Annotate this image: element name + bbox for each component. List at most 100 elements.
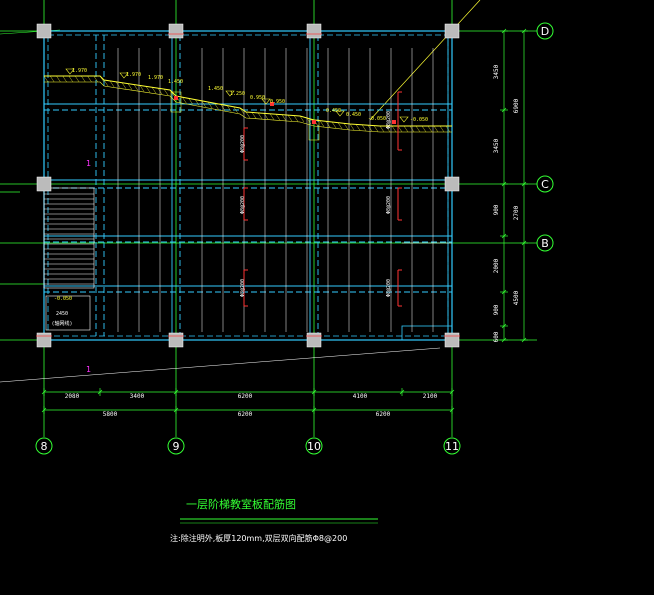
stair-label: 2450 <box>56 311 68 317</box>
dim-slash-bottom-outer-2 <box>311 407 317 413</box>
dimension-lines <box>41 28 528 414</box>
dim-right-inner-5: 900 <box>493 304 500 315</box>
rebar-label-1: Φ8@200 <box>240 135 246 153</box>
rebar-label-3: Φ8@200 <box>240 279 246 297</box>
step-hatch-3-0 <box>169 89 175 97</box>
dim-slash-right-outer-0 <box>521 28 527 34</box>
dim-slash-right-inner-2 <box>501 181 507 187</box>
step-red-marker-3 <box>392 120 396 124</box>
step-hatch-8-5 <box>343 123 349 130</box>
axis-bubble-col-10: 10 <box>305 437 323 455</box>
step-hatch-6-1 <box>251 112 257 119</box>
step-pilaster-0 <box>170 91 182 113</box>
section-mark-bottom: 1 <box>86 365 91 374</box>
step-hatch-2-9 <box>157 88 163 95</box>
step-hatch-6-8 <box>293 115 299 122</box>
rebar-label-2: Φ8@200 <box>240 196 246 214</box>
step-hatch-10-2 <box>391 125 397 133</box>
step-hatch-2-7 <box>145 86 151 93</box>
step-hatch-10-9 <box>433 125 439 133</box>
step-hatch-10-6 <box>415 125 421 133</box>
step-hatch-9-1 <box>355 124 361 131</box>
step-hatch-8-3 <box>331 121 337 129</box>
step-hatch-6-5 <box>275 114 281 121</box>
column-5 <box>444 176 460 192</box>
elevation-label-7: 0.950 <box>250 95 265 101</box>
step-hatch-2-10 <box>163 88 169 96</box>
dim-slash-right-outer-1 <box>521 181 527 187</box>
dim-slash-bottom-outer-3 <box>449 407 455 413</box>
step-hatch-8-2 <box>325 121 331 128</box>
step-hatch-0-7 <box>87 75 92 83</box>
step-hatch-10-7 <box>421 125 427 133</box>
elevation-label-10: 0.450 <box>346 112 361 118</box>
elevation-label-3: 1.970 <box>148 75 163 81</box>
rebar-marks <box>36 33 460 337</box>
column-4 <box>36 176 52 192</box>
step-hatch-2-8 <box>151 87 157 94</box>
dim-right-outer-1: 6900 <box>513 98 520 113</box>
dim-bottom-outer-3: 6200 <box>376 411 391 418</box>
step-hatch-9-4 <box>373 125 379 132</box>
elevation-label-6: 1.250 <box>230 91 245 97</box>
step-hatch-0-3 <box>62 75 67 83</box>
step-red-marker-2 <box>312 120 316 124</box>
rebar-label-4: Φ8@200 <box>386 111 392 129</box>
column-7 <box>168 332 184 348</box>
dim-bottom-inner-3: 6200 <box>238 393 253 400</box>
step-hatch-0-2 <box>56 75 61 83</box>
dim-slash-right-inner-5 <box>501 323 507 329</box>
step-hatch-4-4 <box>201 100 206 107</box>
step-hatch-2-0 <box>103 79 109 87</box>
axis-bubble-col-8: 8 <box>35 437 53 455</box>
step-hatch-10-5 <box>409 125 415 133</box>
step-hatch-6-0 <box>245 111 251 119</box>
elevation-label-5: 1.450 <box>208 86 223 92</box>
step-hatch-4-9 <box>233 106 238 113</box>
dim-slash-bottom-outer-0 <box>41 407 47 413</box>
step-hatch-5-0 <box>239 107 245 115</box>
drawing-title-block: 一层阶梯教室板配筋图 注:除注明外,板厚120mm,双层双向配筋Φ8@200 <box>170 497 378 543</box>
stair-sub-label: (轴网线) <box>51 320 72 327</box>
dim-slash-bottom-inner-4 <box>399 389 405 395</box>
dim-bottom-inner-4: 4100 <box>353 393 368 400</box>
small-room-outline <box>401 325 453 341</box>
step-red-marker-0 <box>174 96 178 100</box>
step-hatch-2-3 <box>121 82 127 89</box>
step-hatch-10-3 <box>397 125 403 133</box>
step-hatch-0-5 <box>74 75 80 83</box>
step-profile-bottom <box>44 81 452 133</box>
stair-landing <box>45 295 91 331</box>
axis-label-row-B: B <box>541 237 549 250</box>
dim-slash-right-inner-1 <box>501 107 507 113</box>
column-1 <box>168 23 184 39</box>
step-hatch-4-3 <box>195 99 200 106</box>
step-hatch-6-6 <box>281 114 287 121</box>
slab-rebar-lines <box>117 48 434 332</box>
step-hatch-7-1 <box>306 117 312 125</box>
step-hatch-0-4 <box>68 75 74 83</box>
dim-right-outer-2: 2700 <box>513 205 520 220</box>
stair-outline <box>43 187 95 289</box>
step-hatch-9-0 <box>349 123 355 131</box>
step-hatch-2-6 <box>139 85 145 92</box>
step-hatch-4-8 <box>227 105 232 112</box>
step-hatch-10-4 <box>403 125 409 133</box>
elevation-flag-3 <box>261 98 271 105</box>
dim-bottom-inner-5: 2100 <box>423 393 438 400</box>
step-hatch-1-0 <box>99 75 105 83</box>
section-mark-top: 1 <box>86 159 91 168</box>
rebar-labels: Φ8@200 Φ8@200 Φ8@200 Φ8@200 Φ8@200 Φ8@20… <box>240 111 392 297</box>
step-hatch-8-4 <box>337 122 343 129</box>
elevation-flag-2 <box>225 90 235 97</box>
step-hatch-4-1 <box>182 97 187 104</box>
step-hatch-6-3 <box>263 113 269 120</box>
dim-slash-right-outer-2 <box>521 240 527 246</box>
dim-bottom-inner-1: 2080 <box>65 393 80 400</box>
step-hatch-10-11 <box>445 125 451 133</box>
grid-lines <box>0 0 537 437</box>
step-hatch-4-7 <box>220 104 225 111</box>
section-line-bottom <box>0 347 441 383</box>
dim-slash-right-inner-3 <box>501 233 507 239</box>
